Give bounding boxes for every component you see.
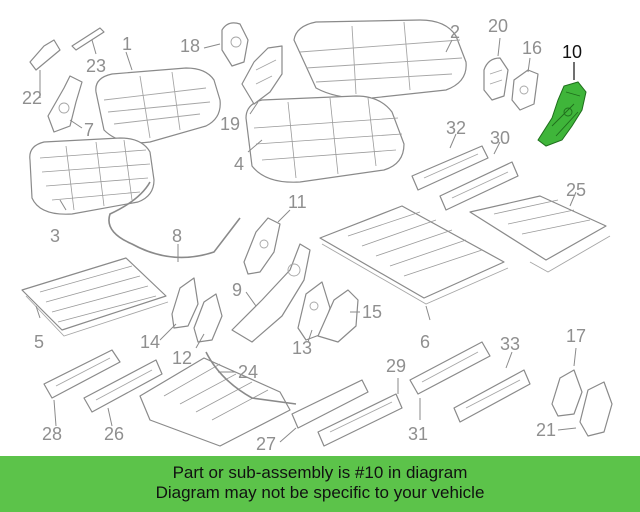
callout-5: 5 bbox=[34, 332, 44, 352]
part-12-cover bbox=[193, 293, 223, 343]
part-25-seat-track bbox=[469, 195, 611, 273]
part-21-cover bbox=[579, 381, 613, 437]
callout-18: 18 bbox=[180, 36, 200, 56]
callout-20: 20 bbox=[488, 16, 508, 36]
callout-24: 24 bbox=[238, 362, 258, 382]
vehicle-fit-notice-banner: Part or sub-assembly is #10 in diagram D… bbox=[0, 456, 640, 512]
part-24-seat-track bbox=[139, 351, 297, 447]
part-33-track bbox=[453, 369, 531, 423]
part-22-bracket bbox=[29, 39, 61, 71]
part-29-track bbox=[317, 393, 403, 447]
callout-27: 27 bbox=[256, 434, 276, 454]
part-15-cover bbox=[317, 289, 359, 343]
part-17-cover bbox=[551, 369, 583, 417]
callout-6: 6 bbox=[420, 332, 430, 352]
callout-14: 14 bbox=[140, 332, 160, 352]
part-9-recliner bbox=[231, 243, 311, 343]
part-16-cover bbox=[511, 69, 539, 111]
part-2-seat-cushion bbox=[293, 19, 467, 99]
part-20-cover bbox=[483, 57, 509, 101]
part-31-track bbox=[409, 341, 491, 395]
callout-23: 23 bbox=[86, 56, 106, 76]
part-26-track bbox=[83, 359, 163, 413]
part-27-track bbox=[291, 379, 369, 429]
part-18-cover bbox=[221, 22, 249, 67]
callout-11: 11 bbox=[288, 192, 307, 212]
part-8-cable bbox=[108, 181, 241, 259]
callout-2: 2 bbox=[450, 22, 460, 42]
part-6-seat-frame bbox=[319, 205, 509, 305]
part-11-bracket bbox=[243, 217, 281, 275]
callout-1: 1 bbox=[122, 34, 132, 54]
callout-16: 16 bbox=[522, 38, 542, 58]
part-19-cover bbox=[241, 45, 283, 105]
callout-26: 26 bbox=[104, 424, 124, 444]
part-30-track bbox=[439, 161, 519, 211]
part-23-rod bbox=[71, 27, 105, 51]
callout-33: 33 bbox=[500, 334, 520, 354]
callout-22: 22 bbox=[22, 88, 42, 108]
part-4-seat-cushion bbox=[245, 95, 405, 183]
banner-line-1: Part or sub-assembly is #10 in diagram bbox=[172, 463, 468, 482]
callout-31: 31 bbox=[408, 424, 428, 444]
callout-13: 13 bbox=[292, 338, 312, 358]
banner-line-2: Diagram may not be specific to your vehi… bbox=[155, 483, 485, 502]
callout-29: 29 bbox=[386, 356, 406, 376]
callout-10-highlighted: 10 bbox=[562, 42, 582, 62]
callout-4: 4 bbox=[234, 154, 244, 174]
part-32-track bbox=[411, 145, 489, 191]
callout-3: 3 bbox=[50, 226, 60, 246]
parts-diagram: 1 2 3 4 5 6 7 8 9 10 11 12 13 14 15 16 1… bbox=[21, 16, 613, 454]
part-14-cover bbox=[171, 277, 199, 329]
callout-21: 21 bbox=[536, 420, 556, 440]
callout-25: 25 bbox=[566, 180, 586, 200]
part-1-seat-cushion bbox=[95, 67, 221, 144]
part-10-hinge-highlighted bbox=[537, 81, 587, 147]
part-7-bracket bbox=[47, 75, 83, 133]
callout-19: 19 bbox=[220, 114, 240, 134]
part-5-seat-frame bbox=[21, 257, 169, 337]
callout-8: 8 bbox=[172, 226, 182, 246]
callout-32: 32 bbox=[446, 118, 466, 138]
callout-30: 30 bbox=[490, 128, 510, 148]
callout-7: 7 bbox=[84, 120, 94, 140]
callout-17: 17 bbox=[566, 326, 586, 346]
callout-9: 9 bbox=[232, 280, 242, 300]
callout-labels: 1 2 3 4 5 6 7 8 9 10 11 12 13 14 15 16 1… bbox=[22, 16, 586, 454]
callout-28: 28 bbox=[42, 424, 62, 444]
leader-lines bbox=[35, 37, 577, 443]
part-28-track bbox=[43, 349, 121, 399]
callout-15: 15 bbox=[362, 302, 382, 322]
part-3-seat-cushion bbox=[29, 137, 155, 215]
callout-12: 12 bbox=[172, 348, 192, 368]
